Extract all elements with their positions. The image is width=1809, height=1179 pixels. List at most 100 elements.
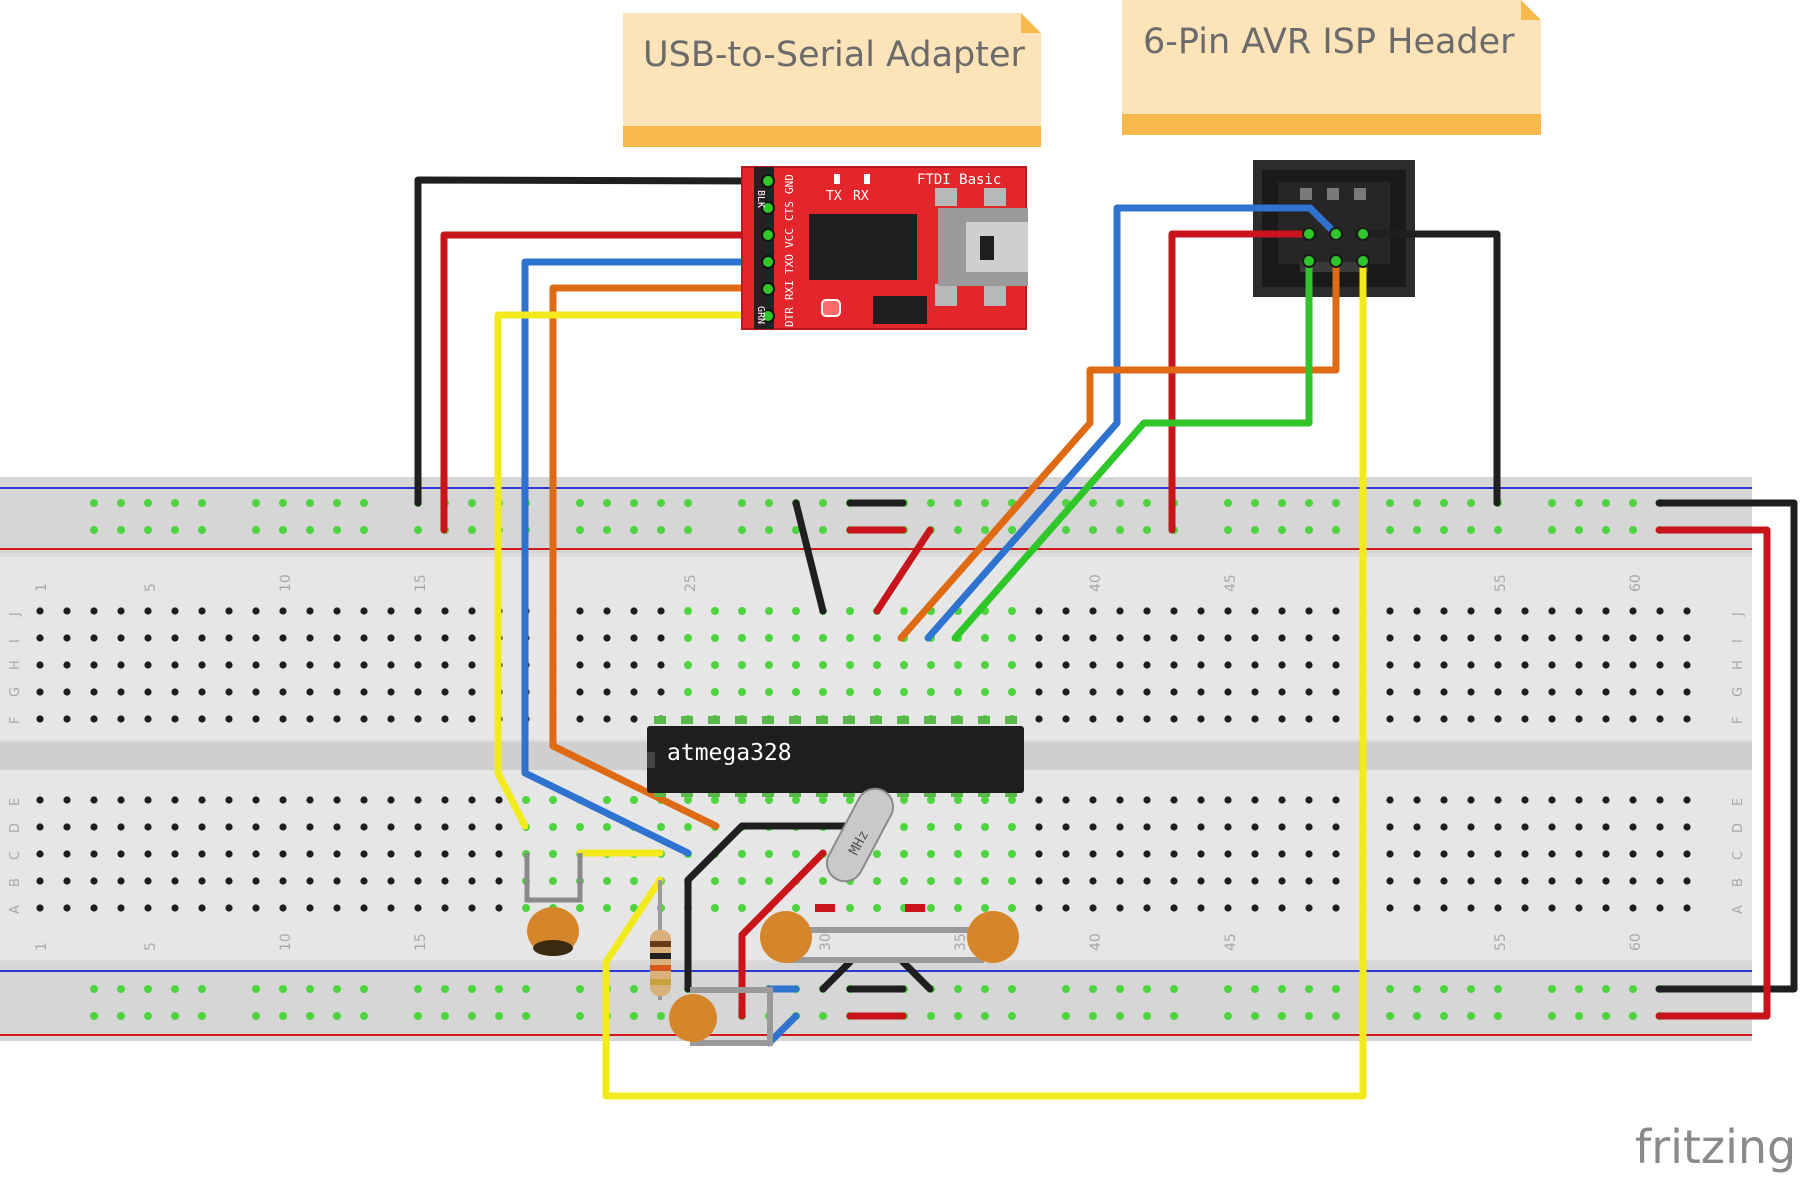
breadboard-hole[interactable] bbox=[1575, 877, 1583, 885]
breadboard-hole[interactable] bbox=[792, 634, 800, 642]
capacitor-left[interactable] bbox=[524, 853, 583, 956]
breadboard-hole[interactable] bbox=[1008, 796, 1016, 804]
breadboard-hole[interactable] bbox=[117, 688, 125, 696]
breadboard-hole[interactable] bbox=[1035, 607, 1043, 615]
breadboard-hole[interactable] bbox=[441, 715, 449, 723]
breadboard-hole[interactable] bbox=[1548, 877, 1556, 885]
breadboard-hole[interactable] bbox=[1008, 877, 1016, 885]
breadboard-hole[interactable] bbox=[1197, 688, 1205, 696]
breadboard-hole[interactable] bbox=[90, 796, 98, 804]
breadboard-hole[interactable] bbox=[1305, 823, 1313, 831]
breadboard-hole[interactable] bbox=[549, 877, 557, 885]
breadboard-hole[interactable] bbox=[468, 634, 476, 642]
breadboard-hole[interactable] bbox=[1197, 823, 1205, 831]
breadboard-hole[interactable] bbox=[1116, 688, 1124, 696]
breadboard-hole[interactable] bbox=[1035, 634, 1043, 642]
breadboard-hole[interactable] bbox=[1332, 715, 1340, 723]
breadboard-hole[interactable] bbox=[630, 688, 638, 696]
breadboard-hole[interactable] bbox=[1116, 1012, 1124, 1020]
breadboard-hole[interactable] bbox=[630, 904, 638, 912]
breadboard-hole[interactable] bbox=[927, 850, 935, 858]
breadboard-hole[interactable] bbox=[1278, 904, 1286, 912]
breadboard-hole[interactable] bbox=[900, 661, 908, 669]
breadboard-hole[interactable] bbox=[144, 850, 152, 858]
breadboard-hole[interactable] bbox=[279, 850, 287, 858]
breadboard-hole[interactable] bbox=[1386, 607, 1394, 615]
breadboard-hole[interactable] bbox=[1278, 499, 1286, 507]
breadboard-hole[interactable] bbox=[63, 796, 71, 804]
breadboard-hole[interactable] bbox=[63, 607, 71, 615]
breadboard-hole[interactable] bbox=[711, 904, 719, 912]
breadboard-hole[interactable] bbox=[495, 985, 503, 993]
breadboard-hole[interactable] bbox=[1278, 715, 1286, 723]
breadboard-hole[interactable] bbox=[306, 796, 314, 804]
breadboard-hole[interactable] bbox=[252, 1012, 260, 1020]
breadboard-hole[interactable] bbox=[873, 850, 881, 858]
breadboard-hole[interactable] bbox=[117, 634, 125, 642]
breadboard-hole[interactable] bbox=[1440, 985, 1448, 993]
breadboard-hole[interactable] bbox=[36, 796, 44, 804]
breadboard-hole[interactable] bbox=[63, 823, 71, 831]
breadboard-hole[interactable] bbox=[981, 823, 989, 831]
breadboard-hole[interactable] bbox=[1683, 850, 1691, 858]
breadboard-hole[interactable] bbox=[657, 634, 665, 642]
breadboard-hole[interactable] bbox=[1548, 715, 1556, 723]
breadboard-hole[interactable] bbox=[1494, 688, 1502, 696]
breadboard-hole[interactable] bbox=[819, 877, 827, 885]
breadboard-hole[interactable] bbox=[252, 877, 260, 885]
breadboard-hole[interactable] bbox=[90, 1012, 98, 1020]
breadboard-hole[interactable] bbox=[1386, 526, 1394, 534]
breadboard-hole[interactable] bbox=[576, 661, 584, 669]
breadboard-hole[interactable] bbox=[738, 607, 746, 615]
breadboard-hole[interactable] bbox=[1170, 850, 1178, 858]
breadboard-hole[interactable] bbox=[171, 904, 179, 912]
breadboard-hole[interactable] bbox=[333, 634, 341, 642]
breadboard-hole[interactable] bbox=[684, 526, 692, 534]
breadboard-hole[interactable] bbox=[144, 877, 152, 885]
breadboard-hole[interactable] bbox=[1305, 1012, 1313, 1020]
breadboard-hole[interactable] bbox=[333, 1012, 341, 1020]
breadboard-hole[interactable] bbox=[279, 823, 287, 831]
breadboard-hole[interactable] bbox=[1305, 499, 1313, 507]
breadboard-hole[interactable] bbox=[1575, 688, 1583, 696]
breadboard-hole[interactable] bbox=[468, 688, 476, 696]
breadboard-hole[interactable] bbox=[279, 607, 287, 615]
breadboard-hole[interactable] bbox=[1089, 526, 1097, 534]
breadboard-hole[interactable] bbox=[414, 904, 422, 912]
breadboard-hole[interactable] bbox=[1332, 688, 1340, 696]
breadboard-hole[interactable] bbox=[1332, 1012, 1340, 1020]
breadboard-hole[interactable] bbox=[981, 526, 989, 534]
breadboard-hole[interactable] bbox=[1629, 823, 1637, 831]
breadboard-hole[interactable] bbox=[441, 607, 449, 615]
breadboard-hole[interactable] bbox=[1548, 985, 1556, 993]
breadboard-hole[interactable] bbox=[1251, 526, 1259, 534]
breadboard-hole[interactable] bbox=[63, 634, 71, 642]
ftdi-header-pin[interactable] bbox=[761, 228, 775, 242]
breadboard-hole[interactable] bbox=[1008, 850, 1016, 858]
breadboard-hole[interactable] bbox=[765, 796, 773, 804]
breadboard-hole[interactable] bbox=[1143, 661, 1151, 669]
breadboard-hole[interactable] bbox=[738, 499, 746, 507]
breadboard-hole[interactable] bbox=[1332, 823, 1340, 831]
breadboard-hole[interactable] bbox=[1035, 850, 1043, 858]
breadboard-hole[interactable] bbox=[36, 634, 44, 642]
breadboard-hole[interactable] bbox=[1548, 499, 1556, 507]
breadboard-hole[interactable] bbox=[90, 688, 98, 696]
breadboard-hole[interactable] bbox=[252, 607, 260, 615]
ftdi-basic-board[interactable]: FTDI Basic TX RX GND CTS VCC TXO RXI DTR… bbox=[741, 166, 1028, 330]
breadboard-hole[interactable] bbox=[360, 526, 368, 534]
breadboard-hole[interactable] bbox=[360, 850, 368, 858]
breadboard-hole[interactable] bbox=[1629, 688, 1637, 696]
breadboard-hole[interactable] bbox=[1143, 1012, 1151, 1020]
breadboard-hole[interactable] bbox=[927, 796, 935, 804]
breadboard-hole[interactable] bbox=[738, 796, 746, 804]
breadboard-hole[interactable] bbox=[1629, 499, 1637, 507]
breadboard-hole[interactable] bbox=[1224, 688, 1232, 696]
breadboard-hole[interactable] bbox=[1089, 877, 1097, 885]
breadboard-hole[interactable] bbox=[1224, 877, 1232, 885]
breadboard-hole[interactable] bbox=[603, 688, 611, 696]
breadboard-hole[interactable] bbox=[1602, 823, 1610, 831]
breadboard-hole[interactable] bbox=[225, 688, 233, 696]
breadboard-hole[interactable] bbox=[1116, 823, 1124, 831]
breadboard-hole[interactable] bbox=[1332, 607, 1340, 615]
